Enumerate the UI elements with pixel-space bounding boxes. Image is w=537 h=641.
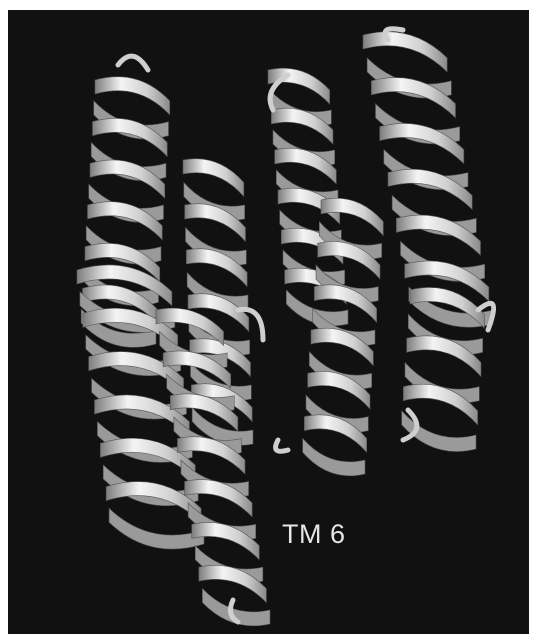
helix-ribbon-segment: [95, 77, 170, 115]
loop-segment: [118, 56, 148, 70]
tm6-label: TM 6: [282, 519, 346, 550]
helix-4: [156, 308, 270, 626]
figure-frame: TM 6: [8, 10, 529, 634]
helix-ribbon-segment: [303, 438, 365, 475]
loop-segment: [276, 440, 288, 451]
protein-helix-bundle: [8, 10, 529, 634]
helix-7: [363, 32, 493, 328]
helix-ribbon-segment: [321, 198, 383, 235]
